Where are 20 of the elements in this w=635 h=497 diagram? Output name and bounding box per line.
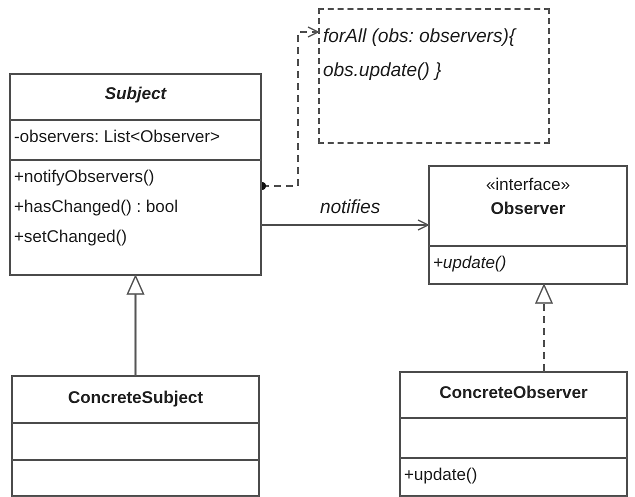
- stereotype-text: «interface»: [484, 175, 572, 195]
- attribute-text: -observers: List<Observer>: [14, 127, 220, 147]
- note-text: forAll (obs: observers){ obs.update() }: [323, 25, 518, 83]
- method-text: +update(): [404, 465, 478, 485]
- inheritance-arrow: [535, 284, 553, 371]
- arrow: [262, 219, 429, 231]
- class-name: ConcreteObserver: [438, 383, 589, 403]
- method-text: +notifyObservers(): [14, 167, 154, 187]
- class-box: [399, 371, 628, 497]
- method-text: +update(): [433, 253, 506, 273]
- method-text: +setChanged(): [14, 227, 127, 247]
- interface-box: [428, 165, 628, 285]
- class-name: Subject: [104, 84, 168, 104]
- class-name: ConcreteSubject: [66, 388, 204, 408]
- method-text: +hasChanged() : bool: [14, 197, 178, 217]
- note-box: [318, 8, 550, 144]
- class-box: [11, 375, 260, 497]
- class-box: [9, 73, 262, 276]
- inheritance-arrow: [126, 275, 144, 375]
- class-name: Observer: [490, 199, 566, 219]
